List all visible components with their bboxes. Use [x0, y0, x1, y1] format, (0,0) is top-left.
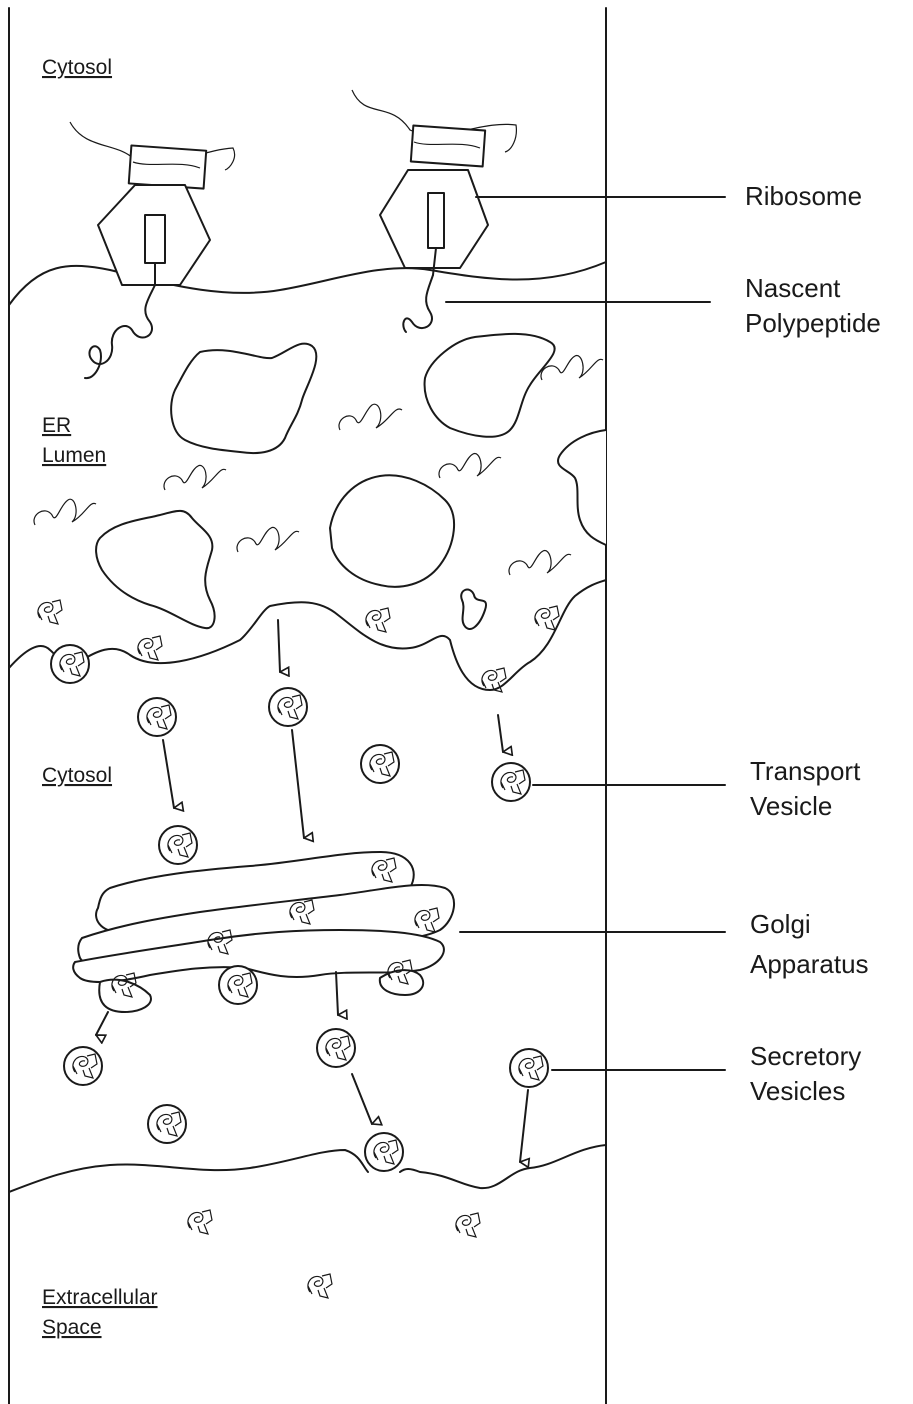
secretory-vesicle — [365, 1133, 403, 1171]
transport-vesicle — [159, 826, 197, 864]
region-label-cytosol-middle: Cytosol — [42, 764, 112, 787]
callout-polypeptide: Polypeptide — [745, 308, 881, 338]
secretion-arrow — [352, 1074, 372, 1124]
nascent-polypeptide-left — [85, 285, 155, 378]
cargo-protein — [138, 636, 162, 660]
transport-vesicle — [492, 763, 530, 801]
region-label-cytosol-top: Cytosol — [42, 56, 112, 79]
nascent-polypeptide-right — [403, 275, 433, 332]
transport-vesicle — [361, 745, 399, 783]
er-cisterna-5 — [558, 430, 606, 545]
er-cisterna-2 — [425, 334, 555, 437]
secreted-protein — [308, 1274, 332, 1298]
region-label-space: Space — [42, 1316, 102, 1339]
callout-apparatus: Apparatus — [750, 949, 869, 979]
golgi-apparatus — [73, 852, 454, 1012]
secretory-vesicle — [317, 1029, 355, 1067]
callout-secretory: Secretory — [750, 1041, 861, 1071]
transport-arrow — [498, 715, 503, 752]
cargo-protein — [366, 608, 390, 632]
transport-vesicle — [51, 645, 89, 683]
plasma-membrane — [9, 1145, 606, 1192]
transport-arrow — [278, 620, 280, 672]
secretion-arrow — [96, 1012, 108, 1035]
region-label-er: ER — [42, 414, 71, 437]
er-cisterna-3 — [330, 475, 454, 587]
er-cisterna-1 — [171, 344, 316, 453]
transport-arrow — [292, 730, 304, 838]
callout-nascent: Nascent — [745, 273, 841, 303]
er-lower-membrane — [9, 580, 606, 690]
secretory-vesicle — [148, 1105, 186, 1143]
secretion-arrow — [336, 972, 338, 1015]
transport-arrow — [163, 740, 174, 808]
callout-vesicle: Vesicle — [750, 791, 832, 821]
cargo-protein — [482, 668, 506, 692]
er-cisterna-4 — [96, 511, 215, 628]
secretory-vesicle — [510, 1049, 548, 1087]
transport-vesicle — [269, 688, 307, 726]
callout-vesicles: Vesicles — [750, 1076, 845, 1106]
transport-vesicle — [138, 698, 176, 736]
region-label-extracellular: Extracellular — [42, 1286, 158, 1309]
region-label-lumen: Lumen — [42, 444, 106, 467]
secretory-vesicle — [64, 1047, 102, 1085]
cargo-protein — [535, 606, 559, 630]
callout-transport: Transport — [750, 756, 861, 786]
secretory-vesicle — [219, 966, 257, 1004]
secreted-protein — [188, 1210, 212, 1234]
er-upper-membrane — [9, 262, 606, 305]
callout-golgi: Golgi — [750, 909, 811, 939]
secretion-arrow — [520, 1090, 528, 1162]
callout-ribosome: Ribosome — [745, 181, 862, 211]
secreted-protein — [456, 1213, 480, 1237]
ribosome-left — [70, 122, 235, 285]
ribosome-right — [352, 90, 516, 275]
cargo-protein — [38, 600, 62, 624]
